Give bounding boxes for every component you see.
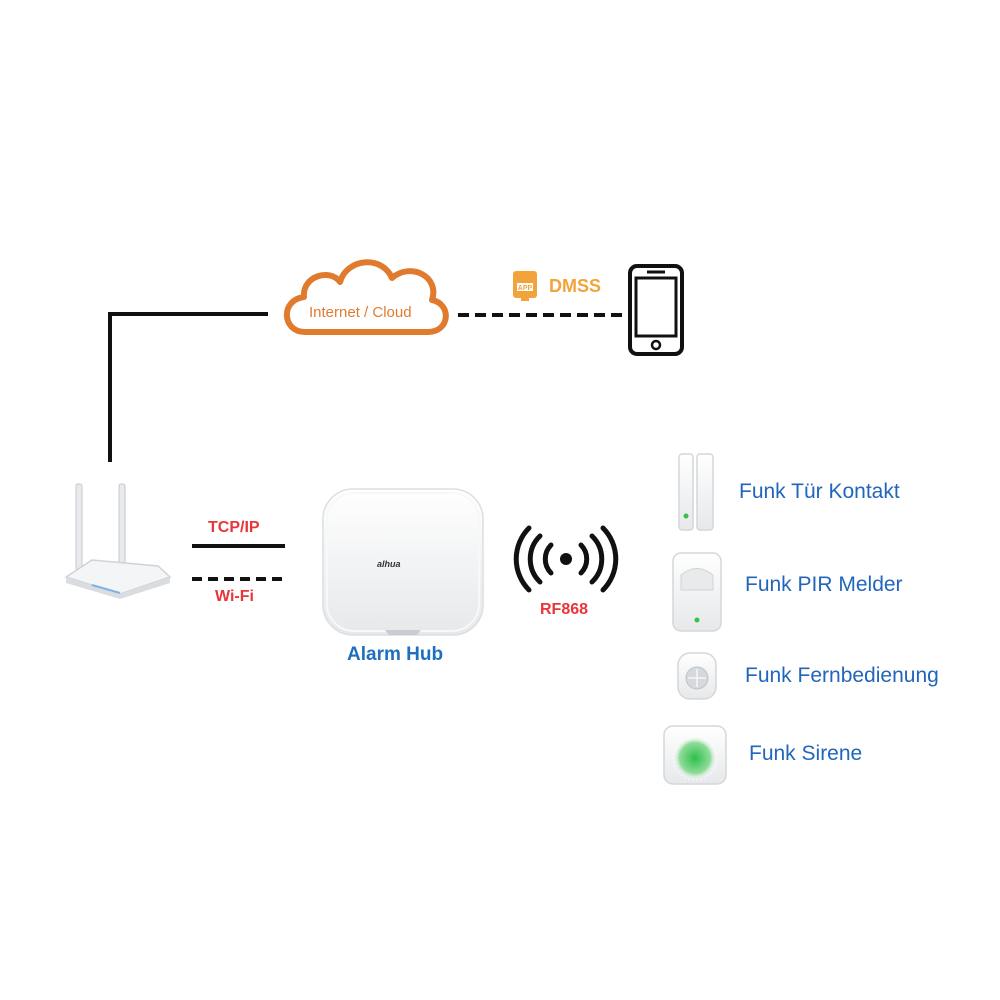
rf-signal-icon [513, 525, 619, 593]
alarm-hub-icon: alhua [322, 488, 484, 636]
hub-brand-logo: alhua [377, 559, 401, 569]
cloud-icon [283, 259, 449, 335]
device-label-siren: Funk Sirene [749, 742, 863, 765]
hub-label: Alarm Hub [347, 644, 444, 665]
app-icon: APP [513, 271, 537, 301]
router-cloud-connector [108, 312, 268, 462]
tcpip-label: TCP/IP [208, 519, 260, 536]
wifi-label: Wi-Fi [215, 588, 254, 605]
device-label-remote: Funk Fernbedienung [745, 664, 939, 687]
siren-icon [663, 725, 727, 785]
cloud-label: Internet / Cloud [309, 304, 412, 321]
remote-control-icon [677, 652, 717, 700]
smartphone-icon [628, 264, 684, 356]
device-label-door-contact: Funk Tür Kontakt [739, 480, 900, 503]
app-label: DMSS [549, 276, 602, 296]
pir-detector-icon [672, 552, 722, 632]
door-contact-icon [678, 453, 714, 531]
rf-label: RF868 [540, 601, 589, 618]
router-icon [64, 483, 172, 599]
device-label-pir: Funk PIR Melder [745, 573, 903, 596]
app-badge-text: APP [518, 285, 533, 292]
